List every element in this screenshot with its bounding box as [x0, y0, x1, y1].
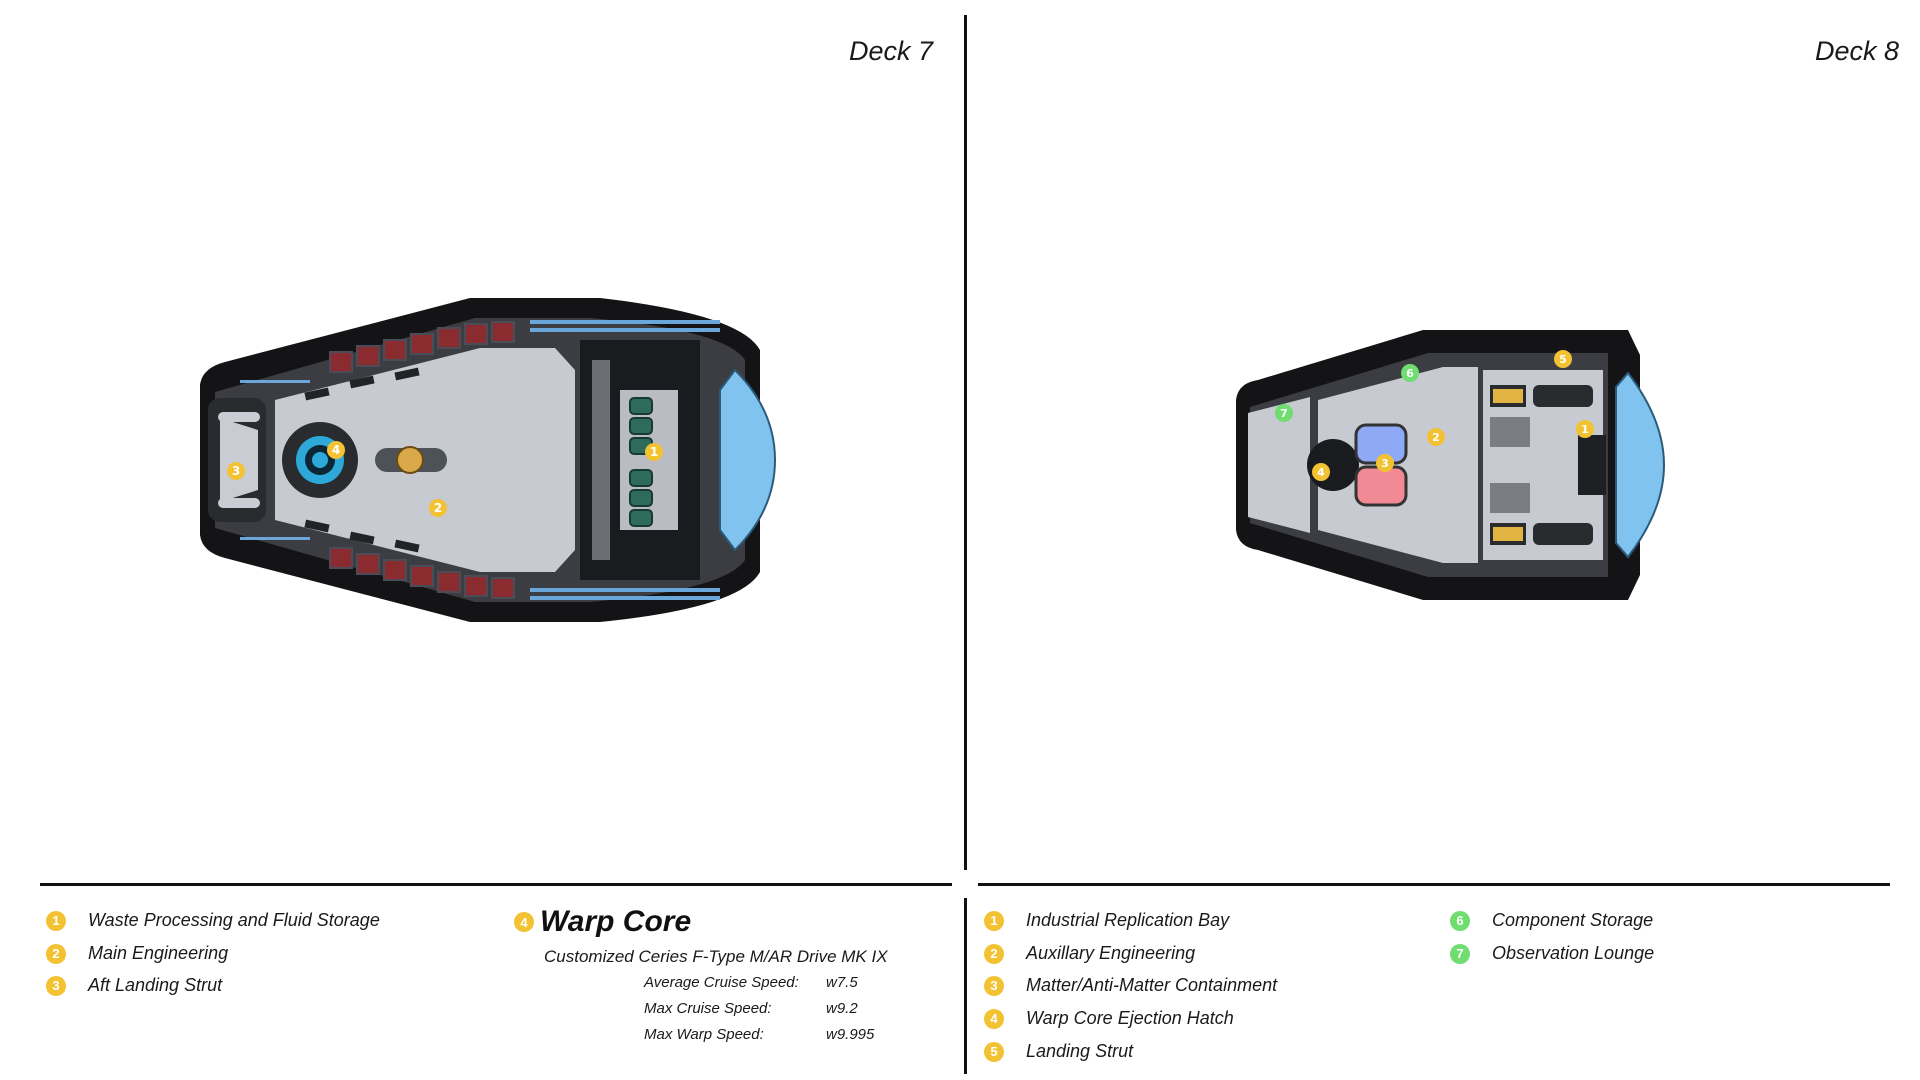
deck7-marker-4-label: 4	[332, 443, 340, 457]
deck7-corridor-strip	[592, 360, 610, 560]
deck8-marker-6-label: 6	[1406, 367, 1414, 380]
deck8-legend-item-4: 4 Warp Core Ejection Hatch	[984, 1008, 1234, 1029]
deck8-containment-red	[1354, 465, 1408, 507]
spec-value: w7.5	[826, 974, 858, 991]
legend-label: Warp Core Ejection Hatch	[1026, 1008, 1234, 1028]
deck7-marker-1	[645, 443, 663, 461]
deck7-storage-tanks	[629, 397, 653, 527]
legend-label: Aft Landing Strut	[88, 975, 223, 995]
deck7-ship-plan: 1 2 3 4	[200, 298, 777, 622]
deck8-legend-item-6: 6 Component Storage	[1450, 910, 1653, 931]
deck8-marker-3-label: 3	[1381, 457, 1389, 470]
deck8-forward-window	[1615, 371, 1666, 559]
deck7-lower-consoles	[329, 547, 515, 599]
legend-badge: 1	[984, 910, 1004, 931]
deck8-marker-2	[1427, 428, 1445, 446]
deck8-ship-plan: 1 2 3 4 5 6 7	[1236, 330, 1666, 600]
deck8-legend-item-5: 5 Landing Strut	[984, 1041, 1133, 1062]
deck7-master-console-hub	[396, 446, 424, 474]
legend-label: Landing Strut	[1026, 1041, 1134, 1061]
warp-core-badge: 4	[514, 912, 534, 932]
spec-value: w9.2	[826, 1000, 858, 1017]
legend-label: Observation Lounge	[1492, 943, 1655, 963]
legend-badge: 3	[46, 975, 66, 996]
deck8-legend-item-2: 2 Auxillary Engineering	[984, 943, 1195, 964]
legend-label: Industrial Replication Bay	[1026, 910, 1230, 930]
deck7-aft-strut-pad	[220, 418, 258, 502]
deck8-forward-console	[1578, 435, 1606, 495]
deck8-title: Deck 8	[1815, 36, 1900, 66]
legend-badge: 6	[1450, 910, 1470, 931]
deck8-marker-5-label: 5	[1559, 353, 1567, 366]
legend-badge: 2	[984, 943, 1004, 964]
legend-badge: 1	[46, 910, 66, 931]
deck8-legend-item-1: 1 Industrial Replication Bay	[984, 910, 1229, 931]
spec-label: Max Warp Speed:	[644, 1026, 764, 1043]
legend-badge: 7	[1450, 943, 1470, 964]
warp-core-subtitle: Customized Ceries F-Type M/AR Drive MK I…	[544, 947, 888, 966]
spec-label: Max Cruise Speed:	[644, 1000, 772, 1017]
deck7-marker-4	[327, 441, 345, 459]
deck8-legend-rule	[978, 883, 1890, 886]
deck8-legend-item-3: 3 Matter/Anti-Matter Containment	[984, 975, 1277, 996]
deck8-marker-2-label: 2	[1432, 431, 1440, 444]
deck8-observation-lounge	[1248, 397, 1310, 533]
deck7-legend-item-3: 3 Aft Landing Strut	[46, 975, 222, 996]
legend-badge: 5	[984, 1041, 1004, 1062]
deck8-marker-4	[1312, 463, 1330, 481]
deck8-marker-3	[1376, 454, 1394, 472]
deck7-forward-window	[719, 368, 777, 552]
deck7-upper-consoles	[329, 321, 515, 373]
deck7-legend-item-1: 1 Waste Processing and Fluid Storage	[46, 910, 380, 931]
legend-label: Main Engineering	[88, 943, 229, 963]
deck8-marker-6	[1401, 364, 1419, 382]
deck7-marker-2	[429, 499, 447, 517]
deck7-title: Deck 7	[849, 36, 934, 66]
deck7-marker-3	[227, 462, 245, 480]
deck7-legend-rule	[40, 883, 952, 886]
deck8-marker-7	[1275, 404, 1293, 422]
spec-label: Average Cruise Speed:	[644, 974, 799, 991]
legend-badge: 4	[984, 1008, 1004, 1029]
deck7-marker-1-label: 1	[650, 445, 658, 459]
spec-value: w9.995	[826, 1026, 875, 1043]
warp-core-title-text: Warp Core	[540, 905, 692, 938]
legend-label: Matter/Anti-Matter Containment	[1026, 975, 1278, 995]
legend-vertical-divider	[964, 898, 967, 1074]
deck7-marker-3-label: 3	[232, 464, 240, 478]
deck8-legend-item-7: 7 Observation Lounge	[1450, 943, 1654, 964]
legend-label: Auxillary Engineering	[1026, 943, 1196, 963]
warp-core-title: 4 Warp Core	[514, 905, 691, 939]
deck8-warp-core-hatch	[1307, 439, 1359, 491]
legend-badge: 2	[46, 943, 66, 964]
deck8-floor	[1318, 367, 1478, 563]
legend-label: Component Storage	[1492, 910, 1654, 930]
deck7-marker-2-label: 2	[434, 501, 442, 515]
deck8-marker-5	[1554, 350, 1572, 368]
deck7-legend-item-2: 2 Main Engineering	[46, 943, 228, 964]
deck8-marker-7-label: 7	[1280, 407, 1288, 420]
legend-label: Waste Processing and Fluid Storage	[88, 910, 380, 930]
deck8-marker-1-label: 1	[1581, 423, 1589, 436]
center-vertical-divider	[964, 15, 967, 870]
deck8-marker-4-label: 4	[1317, 466, 1325, 479]
deck8-marker-1	[1576, 420, 1594, 438]
legend-badge: 3	[984, 975, 1004, 996]
